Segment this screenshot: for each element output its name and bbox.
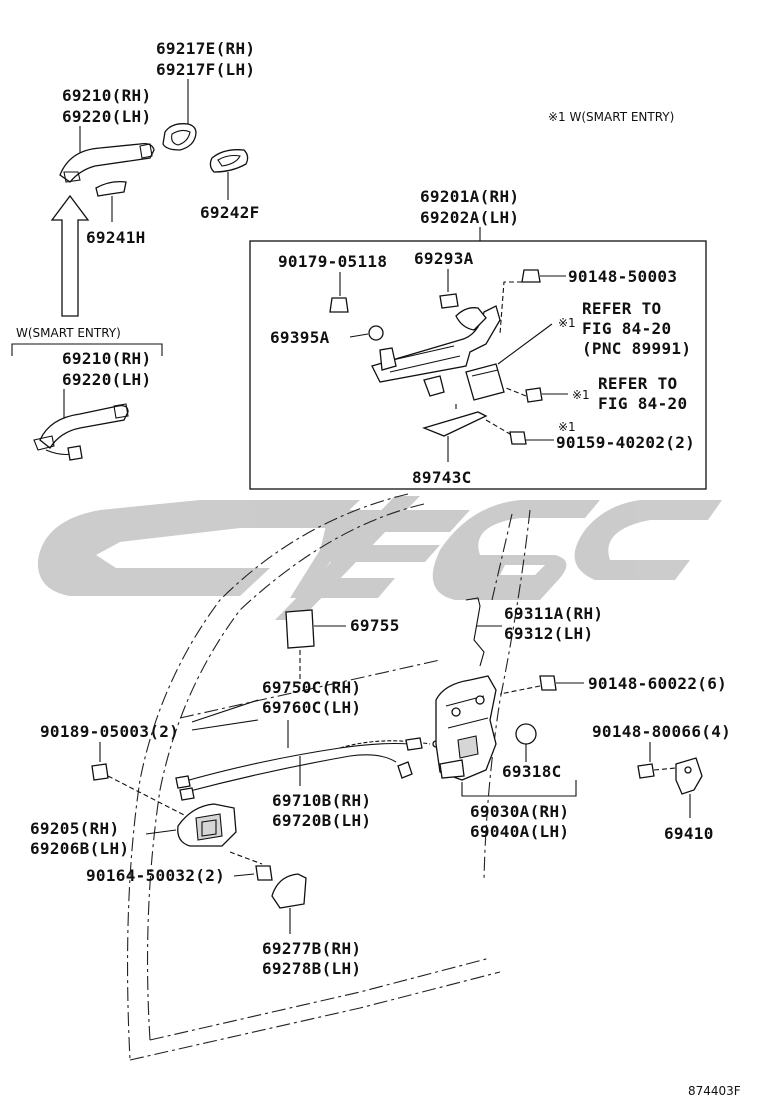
label-90159: 90159-40202(2): [556, 433, 695, 452]
handle-gasket-part: [209, 149, 249, 173]
smart-entry-footnote: ※1 W(SMART ENTRY): [548, 110, 674, 124]
label-90148-60022: 90148-60022(6): [588, 674, 727, 693]
door-lock-assembly-part: [435, 675, 497, 781]
lock-cover-part: [515, 723, 537, 745]
variant-arrow: [50, 194, 90, 317]
label-69220-top: 69220(LH): [62, 107, 151, 126]
inset-handle-frame-part: [371, 305, 501, 397]
inset-grommet-part: [368, 325, 384, 341]
label-refer-1-line3: (PNC 89991): [582, 339, 691, 358]
reference-mark-2: ※1: [572, 388, 590, 402]
label-69202a: 69202A(LH): [420, 208, 519, 227]
label-69242f: 69242F: [200, 203, 260, 222]
label-90148-80066: 90148-80066(4): [592, 722, 731, 741]
door-outline: [126, 493, 531, 1061]
label-69755: 69755: [350, 616, 400, 635]
label-69217f: 69217F(LH): [156, 60, 255, 79]
inset-nut-part: [329, 297, 349, 313]
lock-rod-part: [465, 597, 485, 667]
nut-05003: [91, 763, 109, 781]
label-69040a: 69040A(LH): [470, 822, 569, 841]
screw-50032: [255, 865, 273, 881]
label-69311a: 69311A(RH): [504, 604, 603, 623]
label-69241h: 69241H: [86, 228, 146, 247]
inside-handle-bezel-part: [271, 873, 307, 909]
smart-entry-caption: W(SMART ENTRY): [16, 326, 121, 340]
label-90148-50003: 90148-50003: [568, 267, 677, 286]
inset-clip-part: [439, 293, 459, 309]
inset-bolt-top: [521, 269, 566, 283]
label-refer-2-line2: FIG 84-20: [598, 394, 687, 413]
label-69720b: 69720B(LH): [272, 811, 371, 830]
watermark-logo: [37, 496, 722, 620]
label-refer-1-line2: FIG 84-20: [582, 319, 671, 338]
label-69395a: 69395A: [270, 328, 330, 347]
inset-antenna-module-part: [465, 363, 505, 401]
label-69750c: 69750C(RH): [262, 678, 361, 697]
label-69760c: 69760C(LH): [262, 698, 361, 717]
outside-handle-part-top: [59, 142, 155, 183]
label-89743c: 89743C: [412, 468, 472, 487]
seal-pad-part: [285, 609, 315, 649]
label-69030a: 69030A(RH): [470, 802, 569, 821]
smart-entry-handle-part: [33, 403, 129, 461]
label-69205: 69205(RH): [30, 819, 119, 838]
label-90164: 90164-50032(2): [86, 866, 225, 885]
inset-bolt-bottom: [509, 431, 554, 445]
label-69318c: 69318C: [502, 762, 562, 781]
outside-handle-cap-part: [162, 123, 197, 151]
label-69278b: 69278B(LH): [262, 959, 361, 978]
label-90189: 90189-05003(2): [40, 722, 179, 741]
label-69201a: 69201A(RH): [420, 187, 519, 206]
label-69410: 69410: [664, 824, 714, 843]
reference-mark-3: ※1: [558, 420, 576, 434]
label-69210-top: 69210(RH): [62, 86, 151, 105]
inside-handle-part: [177, 803, 237, 847]
inset-bolt-mid: [525, 387, 568, 403]
bolt-60022: [539, 675, 584, 691]
figure-id: 874403F: [688, 1084, 741, 1098]
handle-pad-part: [95, 180, 127, 197]
label-69293a: 69293A: [414, 249, 474, 268]
reference-mark-1: ※1: [558, 316, 576, 330]
inset-box: [249, 240, 707, 490]
label-69206b: 69206B(LH): [30, 839, 129, 858]
label-refer-1-line1: REFER TO: [582, 299, 661, 318]
label-69217e: 69217E(RH): [156, 39, 255, 58]
label-69710b: 69710B(RH): [272, 791, 371, 810]
door-cable-assembly: [175, 737, 440, 801]
label-69210-smart: 69210(RH): [62, 349, 151, 368]
inset-bracket-part: [422, 404, 488, 437]
bolt-80066: [637, 763, 655, 779]
label-69312: 69312(LH): [504, 624, 593, 643]
label-refer-2-line1: REFER TO: [598, 374, 677, 393]
label-90179: 90179-05118: [278, 252, 387, 271]
label-69277b: 69277B(RH): [262, 939, 361, 958]
label-69220-smart: 69220(LH): [62, 370, 151, 389]
striker-part: [675, 757, 703, 795]
